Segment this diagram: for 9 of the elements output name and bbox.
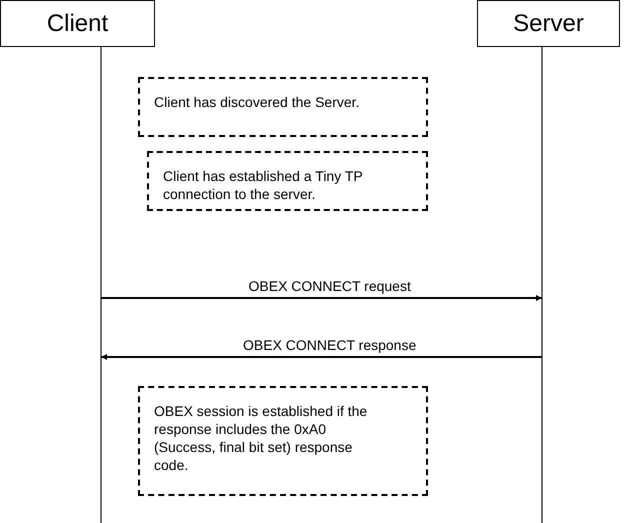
note-box: OBEX session is established if the response includes the 0xA0 (Success, final bit set) response code. <box>138 386 428 496</box>
participant-box: Server <box>477 0 620 47</box>
participant-box: Client <box>0 0 155 47</box>
message-label: OBEX CONNECT response <box>241 337 418 353</box>
message-arrow <box>101 354 542 360</box>
message-arrow <box>101 295 542 301</box>
note-box: Client has established a Tiny TP connection to the server. <box>147 151 428 211</box>
note-box: Client has discovered the Server. <box>138 77 428 137</box>
message-label: OBEX CONNECT request <box>246 278 413 294</box>
